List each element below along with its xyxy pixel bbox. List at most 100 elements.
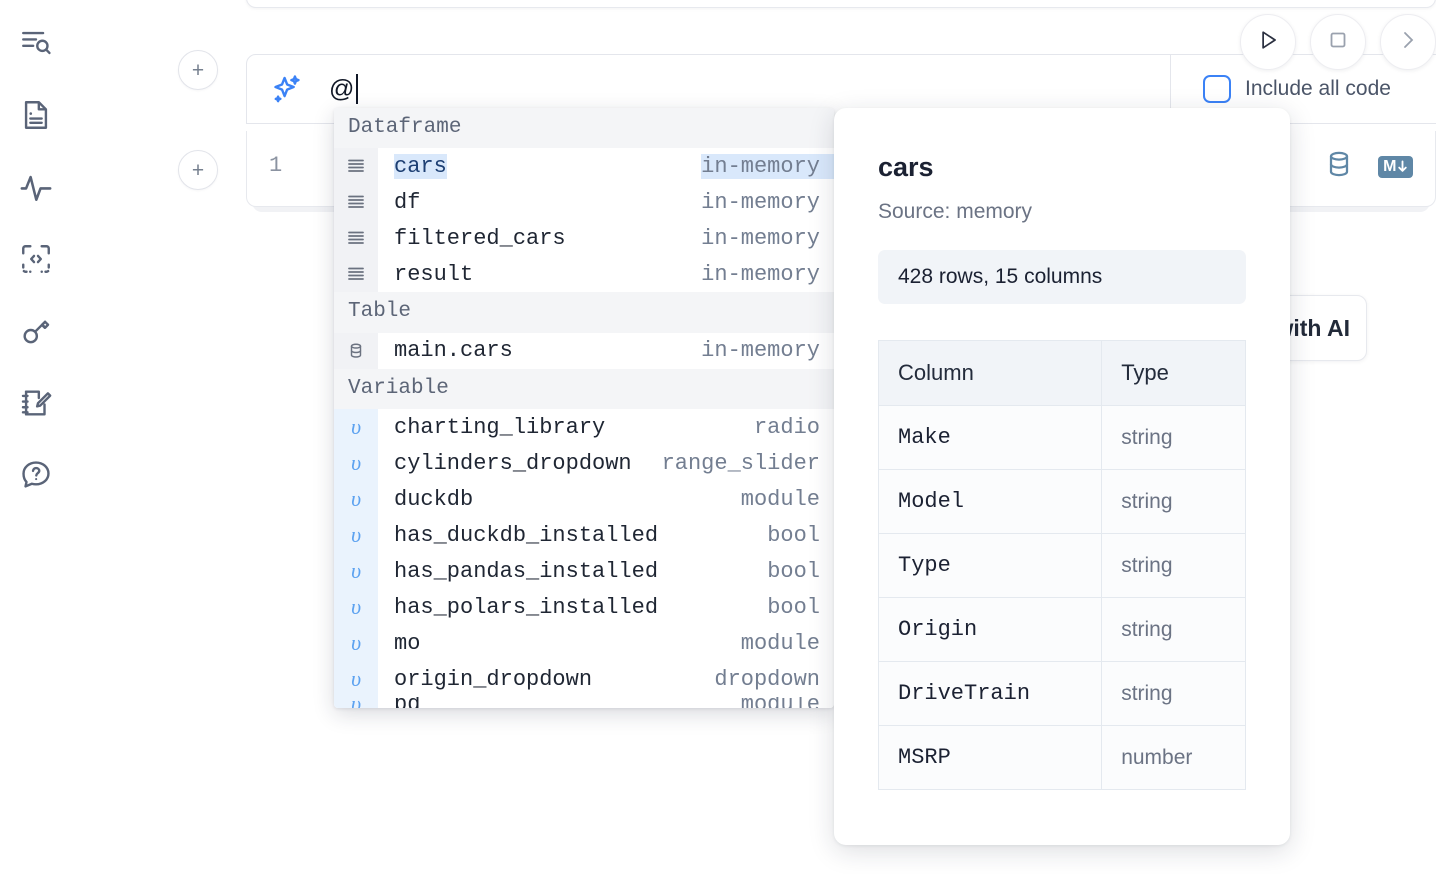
more-actions-button[interactable] [1380, 14, 1436, 70]
autocomplete-item-pd[interactable]: υ pd module [334, 697, 834, 708]
variable-icon: υ [334, 445, 378, 481]
autocomplete-item-meta: in-memory [701, 190, 834, 215]
detail-row-column-count: 428 rows, 15 columns [878, 250, 1246, 304]
detail-source: Source: memory [878, 200, 1246, 224]
autocomplete-item-body: df in-memory [378, 184, 834, 220]
sidebar-item-file[interactable] [12, 90, 60, 140]
ai-prompt-value: @ [329, 75, 355, 103]
stop-square-icon [1326, 28, 1350, 57]
run-controls [1240, 14, 1436, 70]
autocomplete-group-header: Table [334, 292, 834, 332]
outline-search-icon [19, 26, 53, 60]
cell-column-name: DriveTrain [879, 662, 1102, 726]
autocomplete-item-has-duckdb-installed[interactable]: υ has_duckdb_installed bool [334, 517, 834, 553]
autocomplete-item-origin-dropdown[interactable]: υ origin_dropdown dropdown [334, 661, 834, 697]
key-icon [19, 314, 53, 348]
table-row: DriveTrain string [879, 662, 1246, 726]
scratchpad-edit-icon [19, 386, 53, 420]
detail-schema-table: Column Type Make string Model string Typ… [878, 340, 1246, 790]
autocomplete-item-has-pandas-installed[interactable]: υ has_pandas_installed bool [334, 553, 834, 589]
sidebar-item-secrets[interactable] [12, 306, 60, 356]
text-cursor [356, 74, 358, 104]
dataframe-icon [334, 220, 378, 256]
table-row: Make string [879, 406, 1246, 470]
autocomplete-item-body: origin_dropdown dropdown [378, 661, 834, 697]
autocomplete-item-df[interactable]: df in-memory [334, 184, 834, 220]
sidebar-item-outline-search[interactable] [12, 18, 60, 68]
autocomplete-item-meta: bool [767, 523, 834, 548]
variable-icon: υ [334, 409, 378, 445]
line-number: 1 [269, 153, 282, 178]
table-icon [334, 333, 378, 369]
autocomplete-item-filtered-cars[interactable]: filtered_cars in-memory [334, 220, 834, 256]
autocomplete-item-cylinders-dropdown[interactable]: υ cylinders_dropdown range_slider [334, 445, 834, 481]
variable-icon: υ [334, 553, 378, 589]
code-brackets-icon [19, 242, 53, 276]
variable-icon: υ [334, 517, 378, 553]
markdown-icon[interactable]: M [1378, 156, 1413, 178]
table-row: Type string [879, 534, 1246, 598]
cell-column-name: MSRP [879, 726, 1102, 790]
cell-column-name: Type [879, 534, 1102, 598]
detail-title: cars [878, 152, 1246, 183]
add-cell-button-bottom[interactable]: + [178, 150, 218, 190]
autocomplete-item-body: has_duckdb_installed bool [378, 517, 834, 553]
sidebar-item-snippets[interactable] [12, 234, 60, 284]
sparkle-icon [269, 72, 303, 106]
autocomplete-item-duckdb[interactable]: υ duckdb module [334, 481, 834, 517]
autocomplete-item-body: pd module [378, 697, 834, 708]
autocomplete-item-name: filtered_cars [394, 226, 566, 251]
autocomplete-item-mo[interactable]: υ mo module [334, 625, 834, 661]
autocomplete-item-name: has_polars_installed [394, 595, 658, 620]
chevron-icon [1396, 28, 1420, 57]
include-all-code-label: Include all code [1245, 77, 1391, 101]
stop-button[interactable] [1310, 14, 1366, 70]
autocomplete-item-result[interactable]: result in-memory [334, 256, 834, 292]
autocomplete-item-body: result in-memory [378, 256, 834, 292]
autocomplete-item-body: cars in-memory [378, 148, 834, 184]
variable-icon: υ [334, 481, 378, 517]
autocomplete-item-cars[interactable]: cars in-memory [334, 148, 834, 184]
autocomplete-item-charting-library[interactable]: υ charting_library radio [334, 409, 834, 445]
variable-icon: υ [334, 625, 378, 661]
autocomplete-item-meta: module [741, 631, 834, 656]
autocomplete-item-name: duckdb [394, 487, 473, 512]
autocomplete-dropdown[interactable]: Dataframe cars in-memory df in-memory [334, 108, 834, 708]
ai-prompt-input[interactable]: @ [329, 74, 358, 104]
autocomplete-item-name: mo [394, 631, 420, 656]
table-row: Origin string [879, 598, 1246, 662]
database-icon[interactable] [1324, 149, 1354, 184]
autocomplete-item-name: origin_dropdown [394, 667, 592, 692]
cell-action-icons: M [1324, 149, 1413, 184]
cell-column-name: Make [879, 406, 1102, 470]
table-row: Model string [879, 470, 1246, 534]
autocomplete-group-header: Variable [334, 369, 834, 409]
activity-icon [19, 170, 53, 204]
autocomplete-item-meta: range_slider [662, 451, 834, 476]
autocomplete-group-header: Dataframe [334, 108, 834, 148]
autocomplete-item-meta: bool [767, 595, 834, 620]
autocomplete-item-body: cylinders_dropdown range_slider [378, 445, 834, 481]
sidebar-item-help[interactable] [12, 450, 60, 500]
run-button[interactable] [1240, 14, 1296, 70]
help-chat-icon [19, 458, 53, 492]
autocomplete-item-meta: module [741, 487, 834, 512]
autocomplete-item-meta: dropdown [714, 667, 834, 692]
include-all-code-checkbox[interactable] [1203, 75, 1231, 103]
dataframe-detail-panel: cars Source: memory 428 rows, 15 columns… [834, 108, 1290, 845]
sidebar-item-activity[interactable] [12, 162, 60, 212]
autocomplete-item-meta: radio [754, 415, 834, 440]
dataframe-icon [334, 148, 378, 184]
autocomplete-item-name: charting_library [394, 415, 605, 440]
markdown-badge-text: M [1383, 158, 1396, 176]
autocomplete-item-meta: in-memory [701, 154, 834, 179]
variable-icon: υ [334, 661, 378, 697]
autocomplete-item-body: main.cars in-memory [378, 333, 834, 369]
sidebar-item-scratchpad[interactable] [12, 378, 60, 428]
autocomplete-item-body: charting_library radio [378, 409, 834, 445]
add-cell-button-top[interactable]: + [178, 50, 218, 90]
autocomplete-item-body: filtered_cars in-memory [378, 220, 834, 256]
autocomplete-item-main-cars[interactable]: main.cars in-memory [334, 333, 834, 369]
autocomplete-item-name: pd [394, 697, 420, 708]
autocomplete-item-has-polars-installed[interactable]: υ has_polars_installed bool [334, 589, 834, 625]
